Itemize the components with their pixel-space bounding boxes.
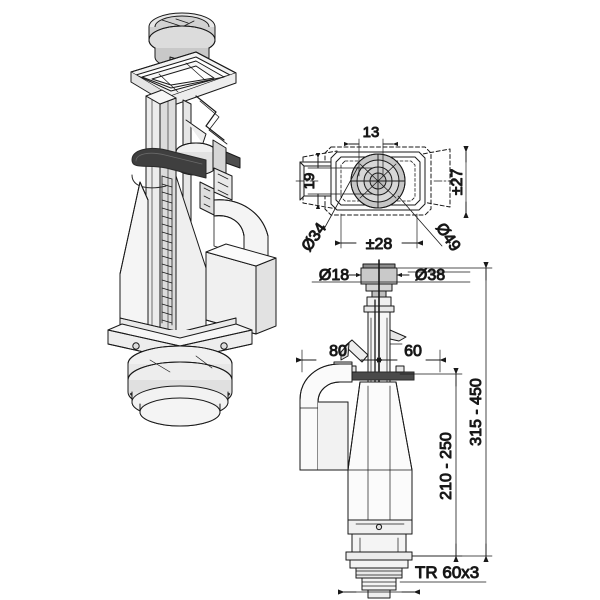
dim-13-label: 13: [363, 124, 380, 141]
front-elevation-valve: Ø18 Ø38 80 60 210 - 2: [296, 259, 493, 599]
front-threaded-base: [345, 533, 413, 599]
dim-315-450-label: 315 - 450: [468, 378, 485, 446]
dim-80-label: 80: [329, 343, 347, 360]
dim-27-label: ±27: [449, 169, 466, 196]
dim-38: Ø38: [396, 267, 471, 285]
dark-clamp-ring: [131, 147, 207, 189]
front-push-button: [360, 263, 398, 298]
dim-28: ±28: [335, 213, 423, 254]
dim-80: 80: [296, 343, 381, 373]
dim-27: ±27: [449, 146, 469, 218]
overflow-tube: [205, 199, 277, 335]
front-overflow-tube: [299, 363, 353, 471]
dim-28-label: ±28: [366, 236, 393, 253]
dim-49-label: Ø49: [432, 220, 463, 255]
dim-19: 19: [301, 152, 373, 210]
dim-34-label: Ø34: [299, 220, 330, 255]
exploded-isometric-valve-assembly: [107, 12, 277, 427]
dim-18-label: Ø18: [319, 267, 349, 284]
dim-60: 60: [377, 343, 446, 373]
dim-13: 13: [343, 124, 399, 177]
dim-19-label: 19: [301, 173, 318, 190]
rectangular-mounting-frame: [130, 51, 237, 107]
front-valve-body: [347, 381, 413, 535]
dim-tr60x3: TR 60x3: [338, 563, 487, 595]
dim-210-250: 210 - 250: [399, 368, 463, 562]
dim-tr60x3-label: TR 60x3: [415, 563, 479, 582]
dim-210-250-label: 210 - 250: [438, 432, 455, 500]
dim-18: Ø18: [311, 267, 471, 285]
dim-38-label: Ø38: [415, 267, 445, 284]
top-view-button-plate: 13 19 ±27 Ø34 Ø49: [295, 124, 469, 255]
dim-60-label: 60: [404, 343, 422, 360]
tapered-valve-body: [107, 175, 253, 361]
threaded-seal-base: [127, 345, 233, 427]
dim-315-450: 315 - 450: [397, 262, 493, 562]
